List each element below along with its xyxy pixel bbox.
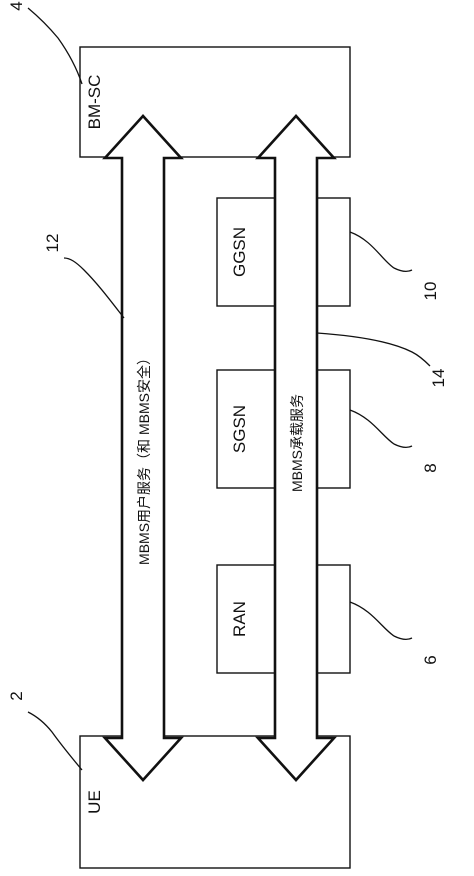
- ref-bearer-service: 14: [429, 369, 448, 388]
- leader-sgsn: [349, 409, 413, 448]
- ue-label: UE: [85, 790, 104, 814]
- leader-user-service: [63, 257, 125, 319]
- ref-ggsn: 10: [421, 282, 440, 301]
- leader-ran: [349, 601, 413, 640]
- sgsn-label: SGSN: [230, 405, 249, 453]
- ref-ran: 6: [421, 655, 440, 664]
- leader-ue: [27, 711, 83, 771]
- ref-bmsc: 4: [7, 1, 26, 10]
- bmsc-label: BM-SC: [85, 75, 104, 130]
- ref-sgsn: 8: [421, 463, 440, 472]
- bearer-service-arrow: [255, 114, 337, 782]
- user-service-label: MBMS用户服务（和 MBMS安全）: [136, 351, 152, 565]
- user-service-arrow: [102, 114, 184, 782]
- leader-ggsn: [349, 231, 413, 272]
- ref-user-service: 12: [43, 234, 62, 253]
- ggsn-label: GGSN: [230, 227, 249, 277]
- ref-ue: 2: [7, 691, 26, 700]
- ran-label: RAN: [230, 601, 249, 637]
- bearer-service-label: MBMS承载服务: [289, 394, 305, 492]
- leader-bearer-service: [316, 332, 431, 367]
- leader-bmsc: [27, 7, 83, 85]
